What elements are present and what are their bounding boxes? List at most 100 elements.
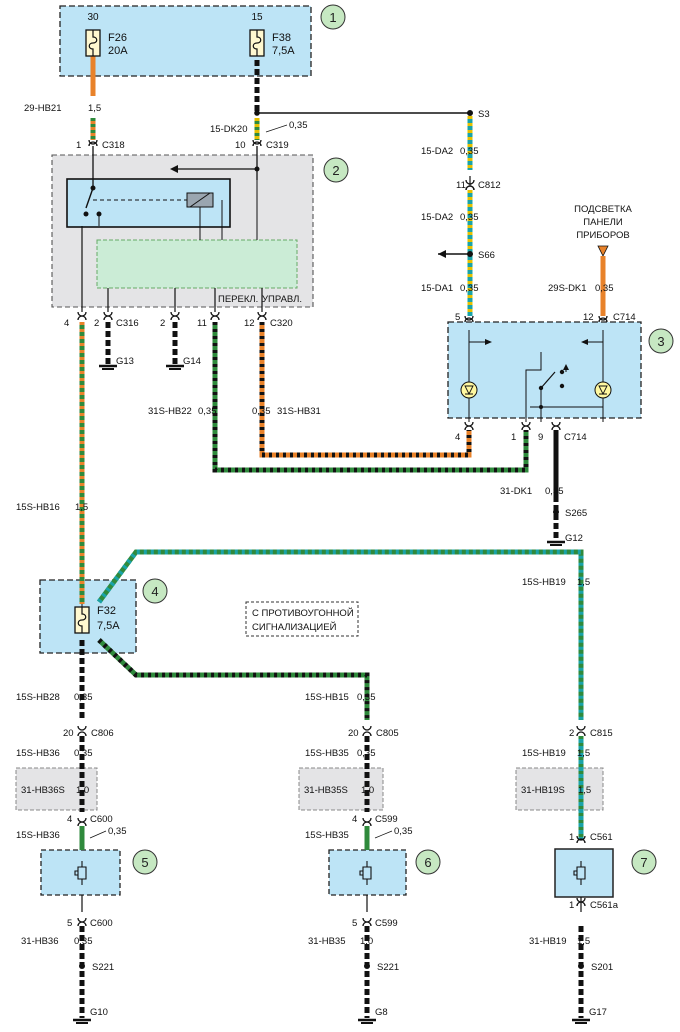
panel-light-label: ПОДСВЕТКА bbox=[574, 204, 632, 215]
ground-g8: G8 bbox=[375, 1007, 388, 1018]
ground-g17-icon bbox=[570, 1018, 592, 1025]
switch-contacts-drawing bbox=[83, 165, 260, 240]
wire-size: 0,35 bbox=[595, 283, 614, 294]
wire-size: 1,5 bbox=[578, 785, 591, 796]
conn-pin: 2 bbox=[569, 728, 574, 739]
alarm-note-box bbox=[245, 601, 359, 637]
conn-pin: 5 bbox=[352, 918, 357, 929]
ground-g13-icon bbox=[97, 364, 119, 371]
perekl-label: ПЕРЕКЛ. bbox=[218, 294, 258, 305]
wire-label: 15-DK20 bbox=[210, 124, 248, 135]
ground-g12-icon bbox=[545, 540, 567, 547]
wire-size: 1,5 bbox=[88, 103, 101, 114]
splice-s201: S201 bbox=[591, 962, 613, 973]
wire-label: 15-DA1 bbox=[421, 283, 453, 294]
conn-c815: C815 bbox=[590, 728, 613, 739]
wire-size: 0,35 bbox=[357, 692, 376, 703]
wire-label: 31S-HB22 bbox=[148, 406, 192, 417]
uprav-label: УПРАВЛ. bbox=[262, 294, 302, 305]
splice-s221: S221 bbox=[377, 962, 399, 973]
callout-6: 6 bbox=[415, 849, 441, 875]
f38-rating: 7,5A bbox=[272, 45, 295, 57]
conn-c320: C320 bbox=[270, 318, 293, 329]
svg-text:3: 3 bbox=[657, 334, 664, 349]
wire-size: 0,35 bbox=[545, 486, 564, 497]
wire-label: 31-HB35 bbox=[308, 936, 346, 947]
splice-block-hb19s bbox=[515, 767, 604, 811]
conn-c318: C318 bbox=[102, 140, 125, 151]
callout-1: 1 bbox=[320, 4, 346, 30]
svg-text:1: 1 bbox=[329, 10, 336, 25]
splice-s265: S265 bbox=[565, 508, 587, 519]
wire-label: 15-DA2 bbox=[421, 146, 453, 157]
wire-label: 31-HB36 bbox=[21, 936, 59, 947]
wire-size: 0,35 bbox=[74, 748, 93, 759]
wire-label: 31-HB35S bbox=[304, 785, 348, 796]
splice-s66: S66 bbox=[478, 250, 495, 261]
callout-7: 7 bbox=[631, 849, 657, 875]
f32-rating: 7,5A bbox=[97, 620, 120, 632]
wire-size: 0,35 bbox=[289, 120, 308, 131]
conn-pin: 5 bbox=[67, 918, 72, 929]
wire-label: 31-HB19S bbox=[521, 785, 565, 796]
conn-c561: C561 bbox=[590, 832, 613, 843]
ground-g8-icon bbox=[356, 1018, 378, 1025]
wire-size: 0,35 bbox=[357, 748, 376, 759]
conn-pin: 12 bbox=[244, 318, 255, 329]
ground-g13: G13 bbox=[116, 356, 134, 367]
ground-g17: G17 bbox=[589, 1007, 607, 1018]
wire-size: 0,35 bbox=[394, 826, 413, 837]
conn-c812: C812 bbox=[478, 180, 501, 191]
lamp-module-6 bbox=[328, 849, 407, 896]
wire-size: 0,35 bbox=[74, 692, 93, 703]
f38-pin: 15 bbox=[251, 12, 263, 23]
wire-31s-hb22 bbox=[212, 322, 529, 473]
wire-size: 0,35 bbox=[460, 146, 479, 157]
conn-c714-top: C714 bbox=[613, 312, 636, 323]
alarm-note: СИГНАЛИЗАЦИЕЙ bbox=[252, 621, 337, 633]
f32-name: F32 bbox=[97, 605, 116, 617]
wire-size: 0,35 bbox=[252, 406, 271, 417]
wire-label: 31-HB19 bbox=[529, 936, 567, 947]
lamp-module-7 bbox=[554, 848, 614, 898]
ground-g14: G14 bbox=[183, 356, 201, 367]
wire-size: 0,35 bbox=[460, 212, 479, 223]
wire-size: 0,35 bbox=[460, 283, 479, 294]
conn-pin: 2 bbox=[160, 318, 165, 329]
wire-size: 1,0 bbox=[361, 785, 374, 796]
conn-pin: 4 bbox=[455, 432, 460, 443]
svg-text:6: 6 bbox=[424, 855, 431, 870]
wire-label: 15-DA2 bbox=[421, 212, 453, 223]
svg-text:2: 2 bbox=[332, 163, 339, 178]
lamp-module-5 bbox=[40, 849, 121, 896]
alarm-note: С ПРОТИВОУГОННОЙ bbox=[252, 607, 354, 619]
wire-size: 1,5 bbox=[577, 748, 590, 759]
wire-label: 15S-HB19 bbox=[522, 577, 566, 588]
callout-5: 5 bbox=[132, 849, 158, 875]
conn-c600b: C600 bbox=[90, 918, 113, 929]
conn-pin: 4 bbox=[64, 318, 69, 329]
wire-label: 31S-HB31 bbox=[277, 406, 321, 417]
conn-pin: 10 bbox=[235, 140, 246, 151]
conn-pin: 4 bbox=[67, 814, 72, 825]
control-electronics-box bbox=[96, 239, 298, 289]
wire-label: 15S-HB35 bbox=[305, 748, 349, 759]
wire-size: 1,0 bbox=[76, 785, 89, 796]
splice-s221: S221 bbox=[92, 962, 114, 973]
wire-label: 15S-HB36 bbox=[16, 748, 60, 759]
conn-pin: 1 bbox=[569, 900, 574, 911]
wire-label: 29-HB21 bbox=[24, 103, 62, 114]
conn-pin: 9 bbox=[538, 432, 543, 443]
svg-text:5: 5 bbox=[141, 855, 148, 870]
wire-size: 1,5 bbox=[577, 936, 590, 947]
wire-label: 15S-HB16 bbox=[16, 502, 60, 513]
fuse-box-1 bbox=[59, 5, 312, 77]
svg-text:4: 4 bbox=[151, 584, 158, 599]
wire-15s-hb19 bbox=[96, 549, 584, 840]
fuse-f32-icon bbox=[74, 606, 90, 634]
callout-4: 4 bbox=[142, 578, 168, 604]
conn-pin: 12 bbox=[583, 312, 594, 323]
wire-size: 0,35 bbox=[198, 406, 217, 417]
wire-label: 15S-HB36 bbox=[16, 830, 60, 841]
